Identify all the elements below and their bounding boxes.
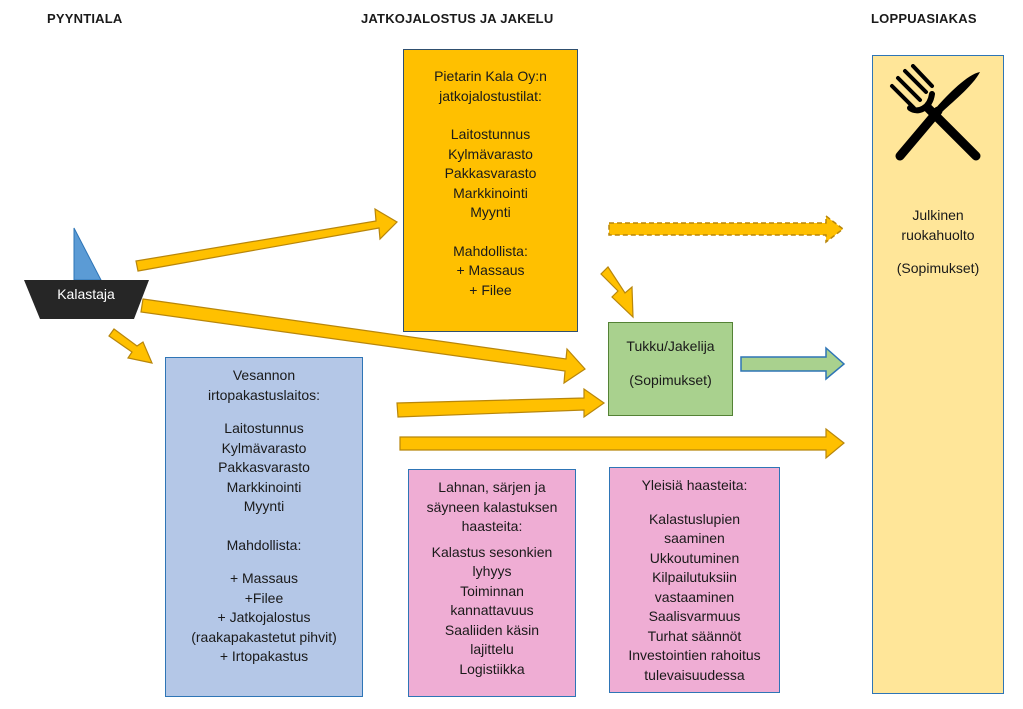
lahna-title-line: säyneen kalastuksen (426, 498, 558, 515)
pietari-processing-box: Pietarin Kala Oy:n jatkojalostustilat: L… (403, 49, 578, 332)
pietari-item: Pakkasvarasto (444, 165, 537, 181)
arrow-pietari-to-tukku (600, 266, 634, 319)
end-customer-box: Julkinen ruokahuolto (Sopimukset) (872, 55, 1004, 694)
pietari-option: + Filee (469, 281, 512, 298)
vesanto-processing-box: Vesannon irtopakastuslaitos: Laitostunnu… (165, 357, 363, 697)
pietari-item: Kylmävarasto (448, 145, 533, 162)
tukku-distributor-box: Tukku/Jakelija (Sopimukset) (608, 322, 733, 416)
lahna-challenges-box: Lahnan, särjen ja säyneen kalastuksen ha… (408, 469, 576, 697)
vesanto-option: (raakapakastetut pihvit) (191, 628, 337, 645)
vesanto-item: Kylmävarasto (221, 439, 307, 456)
lahna-item: Kalastus sesonkien (431, 543, 553, 560)
vesanto-item: Myynti (243, 498, 285, 514)
arrow-vesanto-to-loppu (399, 427, 845, 460)
vesanto-item: Markkinointi (226, 478, 302, 495)
yleisia-item: Turhat säännöt (647, 627, 742, 644)
arrow-boat-to-vesanto (108, 328, 154, 364)
arrow-boat-to-tukku (140, 298, 586, 385)
arrow-boat-to-pietari (135, 207, 398, 272)
cutlery-icon (890, 64, 981, 161)
vesanto-option: + Jatkojalostus (217, 609, 311, 625)
heading-jatkojalostus: JATKOJALOSTUS JA JAKELU (361, 11, 554, 26)
heading-loppuasiakas: LOPPUASIAKAS (871, 11, 977, 26)
yleisia-item: Kilpailutuksiin (652, 569, 737, 585)
yleisia-item: Investointien rahoitus (628, 647, 761, 663)
yleisia-item: Ukkoutuminen (649, 549, 740, 566)
pietari-title-line: jatkojalostustilat: (439, 87, 542, 104)
yleisia-item: vastaaminen (654, 588, 735, 605)
arrow-pietari-to-loppu-dashed (608, 214, 845, 244)
loppu-note: (Sopimukset) (896, 260, 980, 276)
yleisia-title: Yleisiä haasteita: (641, 477, 748, 493)
vesanto-options-title: Mahdollista: (226, 536, 302, 553)
lahna-title-line: Lahnan, särjen ja (438, 479, 546, 495)
arrow-tukku-to-loppu (740, 346, 846, 381)
pietari-item: Markkinointi (453, 184, 528, 201)
heading-pyyntiala: PYYNTIALA (47, 11, 123, 26)
pietari-item: Myynti (470, 204, 511, 220)
vesanto-option: +Filee (244, 589, 284, 606)
loppu-title-line: ruokahuolto (901, 226, 975, 243)
lahna-item: kannattavuus (450, 602, 534, 618)
lahna-item: Toiminnan (460, 582, 524, 599)
general-challenges-box: Yleisiä haasteita: Kalastuslupien saamin… (609, 467, 780, 693)
vesanto-item: Pakkasvarasto (218, 459, 310, 475)
lahna-item: Saaliiden käsin (444, 621, 540, 638)
yleisia-item: Saalisvarmuus (648, 608, 741, 624)
yleisia-item: saaminen (664, 530, 725, 546)
lahna-item: Logistiikka (459, 660, 525, 677)
arrow-vesanto-to-tukku (396, 387, 606, 419)
boat-hull (24, 280, 149, 319)
tukku-title: Tukku/Jakelija (626, 338, 715, 354)
vesanto-option: + Irtopakastus (219, 648, 309, 664)
boat-label: Kalastaja (57, 286, 115, 302)
vesanto-option: + Massaus (229, 570, 299, 586)
yleisia-item: Kalastuslupien (648, 510, 741, 527)
lahna-title-line: haasteita: (461, 518, 523, 534)
pietari-option: + Massaus (456, 262, 525, 278)
vesanto-title-line: Vesannon (232, 367, 296, 383)
pietari-options-title: Mahdollista: (453, 242, 528, 259)
boat-sail (73, 227, 102, 281)
vesanto-item: Laitostunnus (224, 420, 304, 436)
vesanto-title-line: irtopakastuslaitos: (207, 386, 321, 403)
lahna-item: lajittelu (470, 641, 514, 657)
pietari-title-line: Pietarin Kala Oy:n (434, 68, 547, 84)
loppu-title-line: Julkinen (912, 207, 964, 223)
tukku-note: (Sopimukset) (629, 371, 712, 388)
yleisia-item: tulevaisuudessa (644, 666, 745, 683)
pietari-item: Laitostunnus (450, 126, 531, 142)
lahna-item: lyhyys (472, 563, 512, 579)
